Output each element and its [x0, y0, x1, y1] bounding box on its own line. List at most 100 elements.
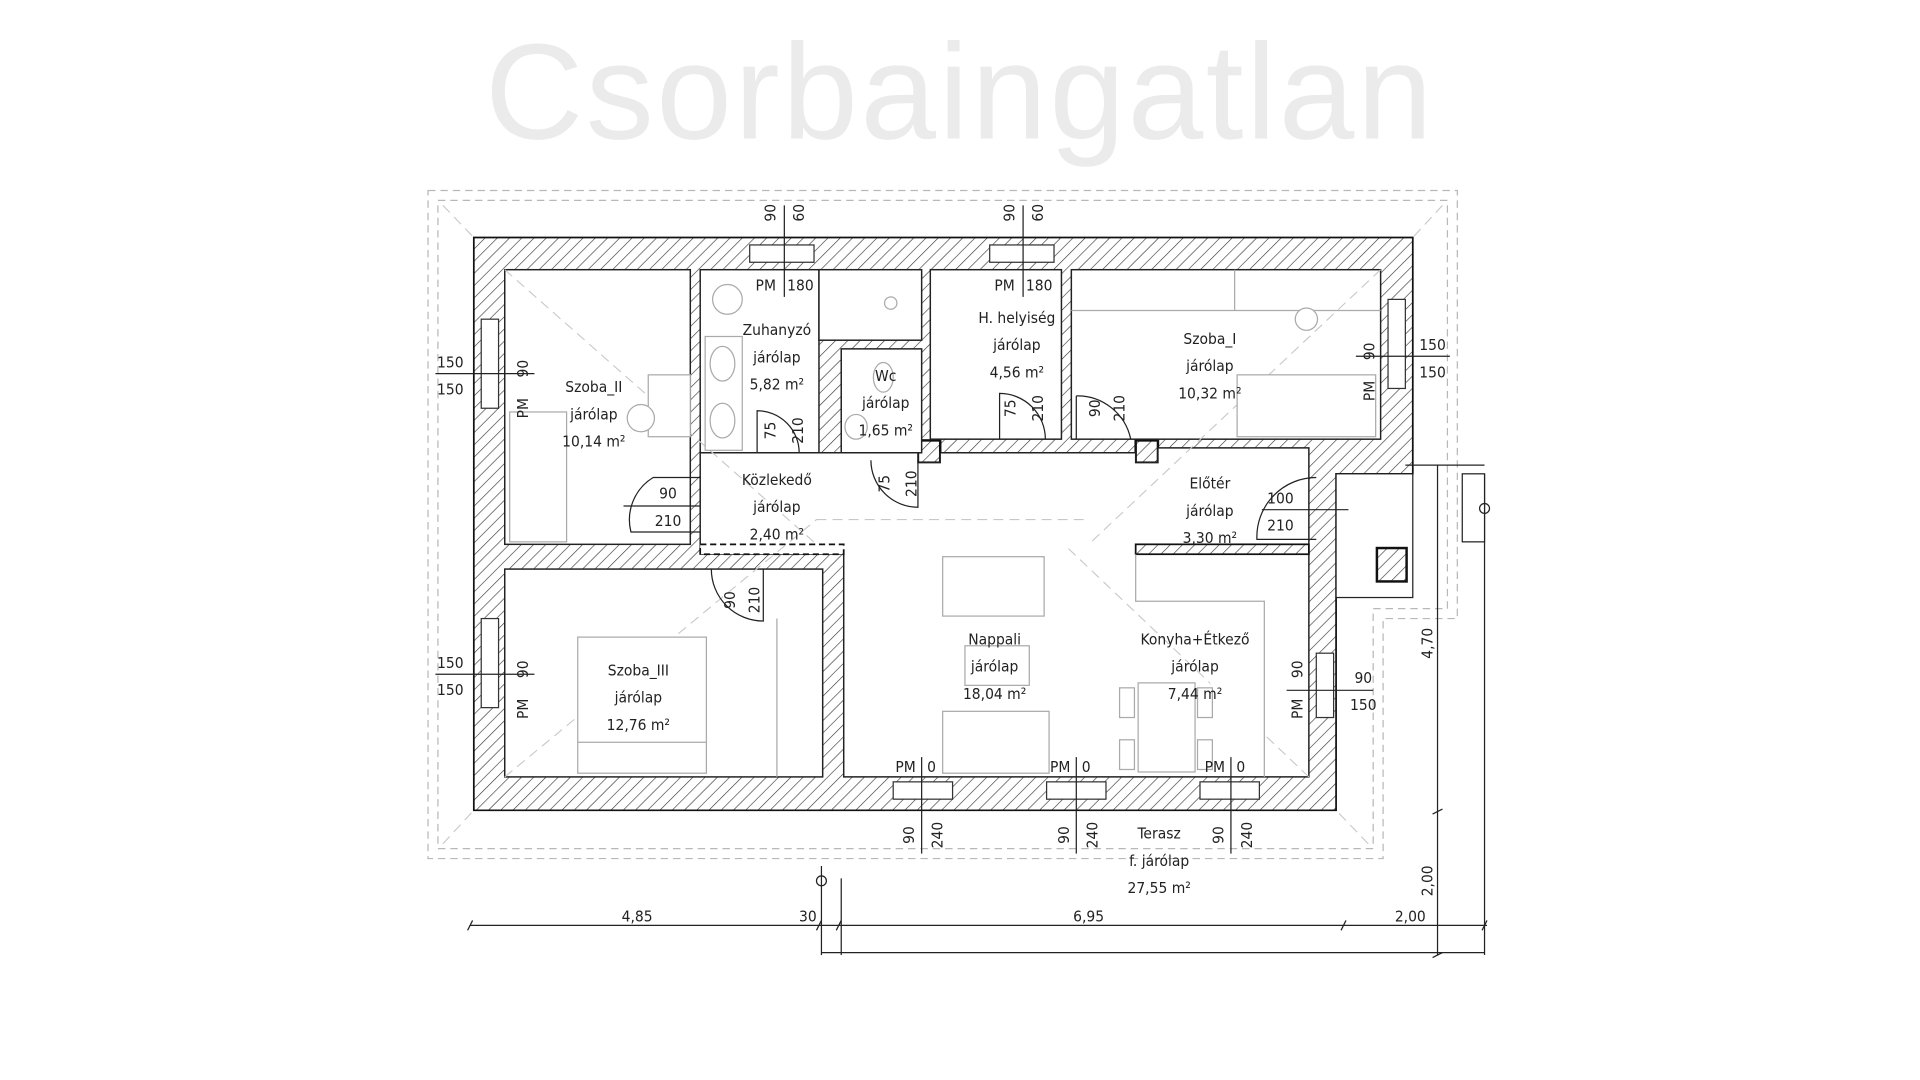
door-height: 210 [1111, 395, 1129, 422]
window-pm-label: PM [994, 277, 1014, 295]
room-name: Terasz [1137, 825, 1181, 843]
door-entrance[interactable] [1256, 476, 1317, 540]
window-zuhanyzo[interactable] [749, 244, 815, 263]
window-height: 150 [437, 381, 464, 399]
door-width: 100 [1267, 490, 1294, 508]
door-width: 75 [875, 475, 893, 493]
window-pm: 90 [514, 660, 532, 678]
window-width: 90 [762, 204, 780, 222]
furniture [509, 269, 1381, 777]
door-width: 90 [721, 591, 739, 609]
door-zuhanyzo[interactable] [756, 410, 800, 453]
door-h-helyiseg[interactable] [998, 392, 1046, 440]
room-floor: járólap [1185, 502, 1234, 520]
door-width: 90 [659, 485, 677, 503]
door-szoba-ii[interactable] [628, 476, 701, 533]
window-width: 150 [437, 353, 464, 371]
room-area: 4,56 m² [990, 363, 1044, 381]
room-floor: járólap [970, 658, 1019, 676]
room-floor: járólap [752, 348, 801, 366]
dimension-lines [467, 464, 1491, 959]
door-labels: 75 210 75 210 75 210 90 210 90 210 90 21… [655, 395, 1294, 613]
room-name: Közlekedő [742, 471, 812, 489]
doors [628, 392, 1317, 622]
window-width: 90 [900, 826, 918, 844]
room-area: 18,04 m² [963, 685, 1026, 703]
window-pm-label: PM [1205, 758, 1225, 776]
window-pm: 0 [927, 758, 936, 776]
sofa [942, 710, 1050, 774]
door-szoba-iii[interactable] [710, 569, 764, 622]
room-h-helyiseg[interactable] [929, 268, 1063, 440]
room-area: 12,76 m² [607, 716, 670, 734]
room-name: H. helyiség [978, 309, 1055, 327]
room-name: Konyha+Étkező [1141, 630, 1250, 649]
window-pm: 90 [1289, 660, 1307, 678]
sofa [942, 556, 1045, 617]
room-name: Szoba_III [608, 661, 669, 680]
coffee-table [964, 645, 1030, 686]
window-width: 90 [1354, 669, 1372, 687]
window-pm-label: PM [514, 699, 532, 719]
window-pm: 180 [1026, 277, 1053, 295]
window-width: 90 [1210, 826, 1228, 844]
chair [1294, 307, 1319, 331]
dimension-label: 4,70 [1419, 628, 1437, 659]
window-height: 60 [790, 204, 808, 222]
kozlekedo-wall [699, 543, 845, 556]
room-floor: járólap [1185, 357, 1234, 375]
window-szoba-ii[interactable] [480, 318, 500, 409]
dimension-labels: 4,85 30 6,95 2,00 4,70 2,00 [622, 628, 1437, 926]
window-szoba-iii[interactable] [480, 617, 500, 709]
room-name: Nappali [968, 631, 1021, 649]
window-szoba-i[interactable] [1387, 298, 1406, 390]
room-labels: Szoba_II járólap 10,14 m² Zuhanyzó járól… [562, 309, 1249, 897]
window-h-helyiseg[interactable] [989, 244, 1055, 263]
window-width: 150 [437, 654, 464, 672]
window-width: 90 [1000, 204, 1018, 222]
window-pm: 180 [787, 277, 814, 295]
room-area: 10,14 m² [562, 433, 625, 451]
room-floor: járólap [752, 498, 801, 516]
bed [1236, 374, 1377, 438]
door-height: 210 [789, 417, 807, 444]
window-pm-label: PM [895, 758, 915, 776]
window-pm-label: PM [756, 277, 776, 295]
dimension-label: 4,85 [622, 908, 653, 926]
room-floor: járólap [569, 405, 618, 423]
room-floor: f. járólap [1129, 852, 1189, 870]
window-width: 90 [1055, 826, 1073, 844]
room-name: Wc [875, 367, 896, 385]
door-window-3[interactable] [1199, 781, 1261, 800]
shower [883, 296, 898, 310]
window-height: 150 [1350, 696, 1377, 714]
room-area: 27,55 m² [1128, 879, 1191, 897]
door-szoba-i[interactable] [1075, 395, 1132, 440]
door-wc[interactable] [870, 460, 919, 508]
room-area: 7,44 m² [1168, 685, 1222, 703]
eloter-wall [1134, 543, 1310, 556]
pillar [1134, 439, 1160, 464]
room-area: 3,30 m² [1183, 529, 1237, 547]
door-window-1[interactable] [892, 781, 954, 800]
terrace-marker-icon [815, 875, 828, 887]
room-name: Szoba_I [1183, 330, 1236, 349]
window-pm: 90 [514, 360, 532, 378]
dining-table [1137, 682, 1196, 773]
dimension-label: 30 [799, 908, 817, 926]
dimension-label: 6,95 [1073, 908, 1104, 926]
room-floor: járólap [992, 336, 1041, 354]
window-konyha[interactable] [1315, 652, 1335, 719]
bed [509, 411, 568, 543]
watermark-logo: Csorbaingatlan [485, 16, 1435, 168]
window-pm-label: PM [1289, 699, 1307, 719]
door-height: 210 [1029, 395, 1047, 422]
entrance-marker-icon [1478, 502, 1491, 515]
window-width: 150 [1419, 336, 1446, 354]
window-pm-label: PM [514, 398, 532, 418]
leader-lines [435, 205, 1450, 854]
window-labels: 90 60 PM 180 90 60 PM 180 150 150 PM 90 … [437, 204, 1446, 848]
window-pm-label: PM [1050, 758, 1070, 776]
chimney [1375, 546, 1408, 583]
